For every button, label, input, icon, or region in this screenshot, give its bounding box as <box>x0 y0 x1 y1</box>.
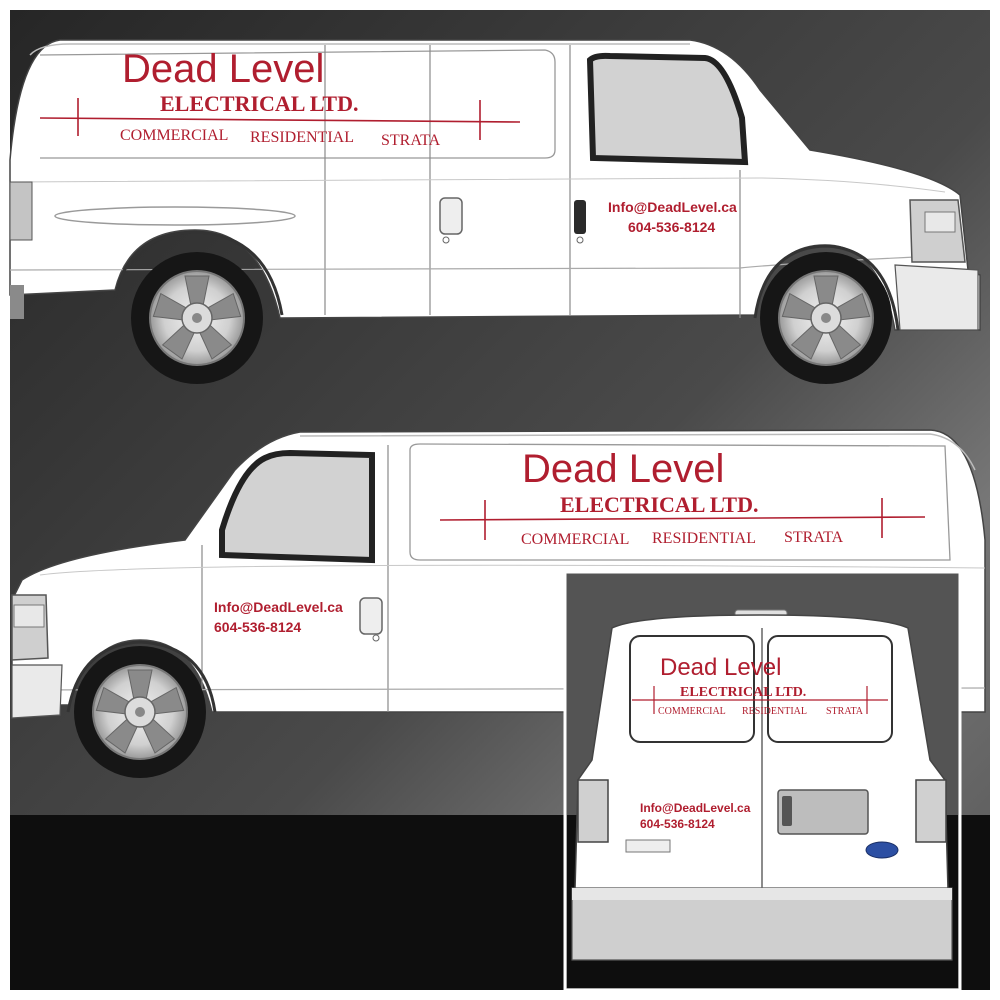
contact-phone: 604-536-8124 <box>628 219 715 235</box>
front-wheel-icon <box>759 251 893 385</box>
company-name: ELECTRICAL LTD. <box>680 685 806 700</box>
contact-phone: 604-536-8124 <box>214 619 301 635</box>
contact-phone: 604-536-8124 <box>640 817 715 831</box>
level-line <box>439 516 926 521</box>
contact-email: Info@DeadLevel.ca <box>214 599 343 615</box>
van-rear-view: Dead Level ELECTRICAL LTD. COMMERCIAL RE… <box>563 570 962 992</box>
contact-email: Info@DeadLevel.ca <box>608 199 737 215</box>
service-strata: STRATA <box>826 706 864 717</box>
rear-decal: Dead Level ELECTRICAL LTD. COMMERCIAL RE… <box>632 654 888 831</box>
company-name: ELECTRICAL LTD. <box>160 91 358 116</box>
service-strata: STRATA <box>784 529 844 546</box>
van-passenger-side: Dead Level ELECTRICAL LTD. COMMERCIAL RE… <box>9 39 981 385</box>
company-name: ELECTRICAL LTD. <box>560 492 758 517</box>
brand-name: Dead Level <box>660 654 781 681</box>
level-line <box>39 117 521 123</box>
contact-email: Info@DeadLevel.ca <box>640 801 751 815</box>
side-decal-1: Dead Level ELECTRICAL LTD. COMMERCIAL RE… <box>39 47 737 235</box>
service-commercial: COMMERCIAL <box>658 706 726 717</box>
brand-name: Dead Level <box>122 47 324 91</box>
brand-name: Dead Level <box>522 447 724 491</box>
brand-oval-badge-icon <box>865 841 899 859</box>
rear-wheel-icon <box>130 251 264 385</box>
front-wheel-icon <box>73 645 207 779</box>
service-residential: RESIDENTIAL <box>742 706 807 717</box>
service-commercial: COMMERCIAL <box>120 127 228 144</box>
service-commercial: COMMERCIAL <box>521 531 629 548</box>
side-decal-2: Dead Level ELECTRICAL LTD. COMMERCIAL RE… <box>214 447 926 635</box>
service-residential: RESIDENTIAL <box>652 530 756 547</box>
service-strata: STRATA <box>381 132 441 149</box>
service-residential: RESIDENTIAL <box>250 129 354 146</box>
